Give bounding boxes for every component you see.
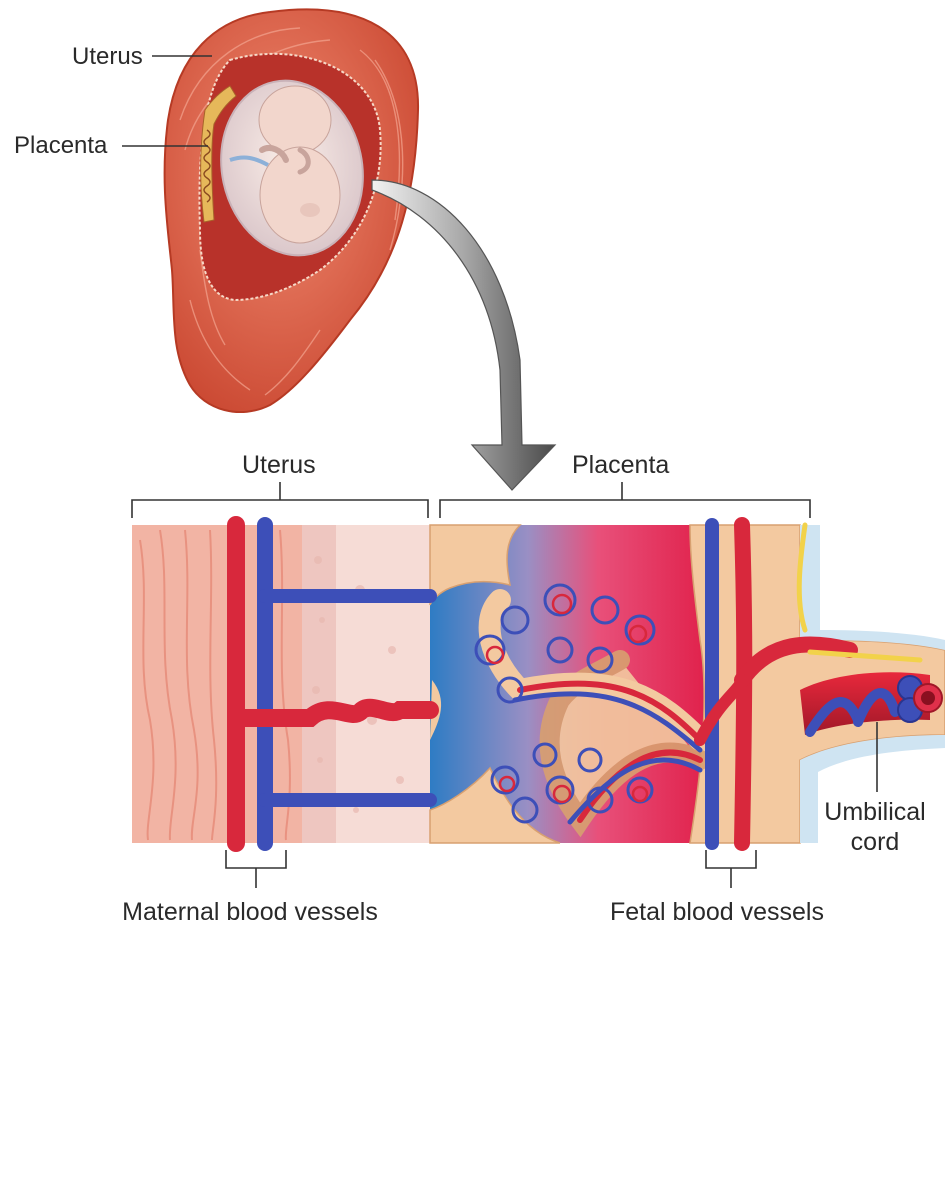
umbilical-line1: Umbilical — [824, 798, 925, 826]
uterus-illustration — [165, 9, 418, 412]
placenta-bracket-label: Placenta — [572, 451, 669, 479]
fetal-label: Fetal blood vessels — [610, 898, 824, 926]
placenta-top-label: Placenta — [14, 132, 108, 159]
fetal-bracket — [706, 850, 756, 888]
fetus — [259, 86, 340, 243]
uterus-top-label: Uterus — [72, 43, 143, 70]
umbilical-line2: cord — [851, 828, 900, 856]
uterus-bracket — [132, 482, 428, 518]
uterus-bracket-label: Uterus — [242, 451, 316, 479]
placenta-cross-section — [132, 525, 945, 843]
placenta-bracket — [440, 482, 810, 518]
maternal-bracket — [226, 850, 286, 888]
maternal-label: Maternal blood vessels — [122, 898, 378, 926]
